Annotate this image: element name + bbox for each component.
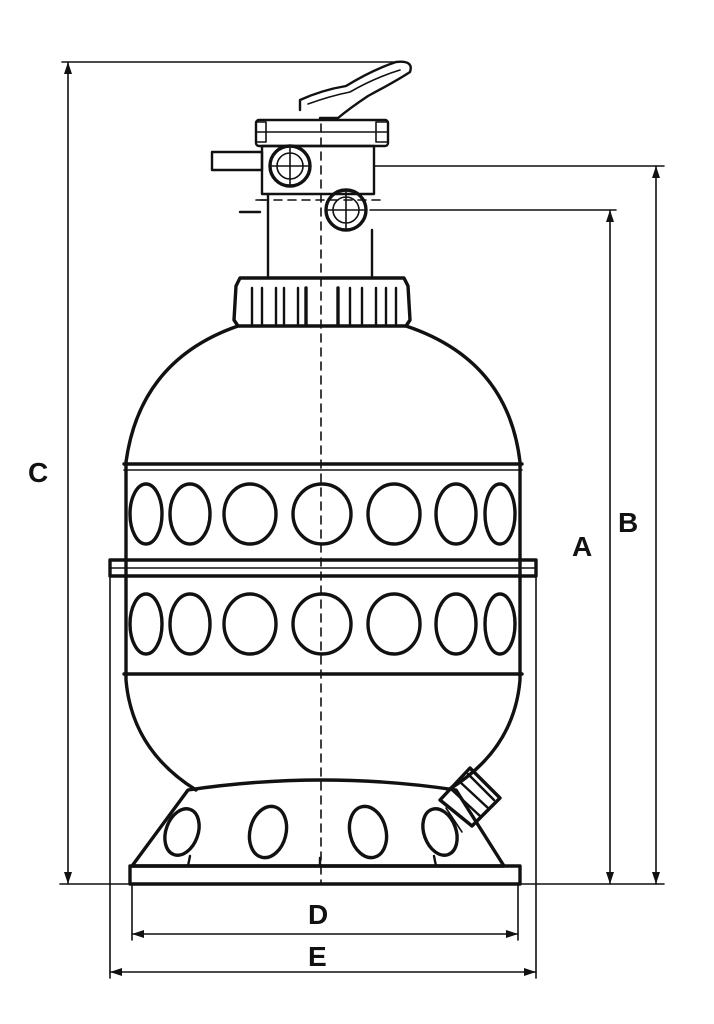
lower-window-row [128,592,517,656]
label-d: D [308,899,328,930]
valve-cap [254,118,390,148]
dimension-e-arrow-right [524,968,536,976]
label-c: C [28,457,48,488]
dimension-labels: C A B D E [28,457,638,972]
base-foot [128,864,522,886]
dimension-c-arrow-bottom [64,872,72,884]
label-e: E [308,941,327,972]
filter-tank [108,276,538,792]
label-a: A [572,531,592,562]
base-shell [130,778,506,868]
dimension-b-arrow-bottom [652,872,660,884]
dimension-d-arrow-right [506,930,518,938]
base-notches [186,854,438,868]
base-openings [163,804,459,860]
drain-plug-icon [438,766,502,833]
collar-ribs [250,286,398,326]
dimension-c-arrow-top [64,62,72,74]
upper-window-row [128,482,517,546]
dimension-e-arrow-left [110,968,122,976]
valve-handle-icon [298,60,412,120]
valve-body [260,144,376,196]
dimension-b-arrow-top [652,166,660,178]
valve-side-port [210,150,264,172]
label-b: B [618,507,638,538]
tank-shell [124,324,522,792]
dimension-d-arrow-left [132,930,144,938]
filter-base [128,766,522,886]
dimension-a-arrow-top [606,210,614,222]
port-lower-icon [324,188,368,232]
port-top-icon [268,144,312,188]
dimension-a-arrow-bottom [606,872,614,884]
multiport-valve [210,60,412,280]
tank-collar [232,276,412,328]
